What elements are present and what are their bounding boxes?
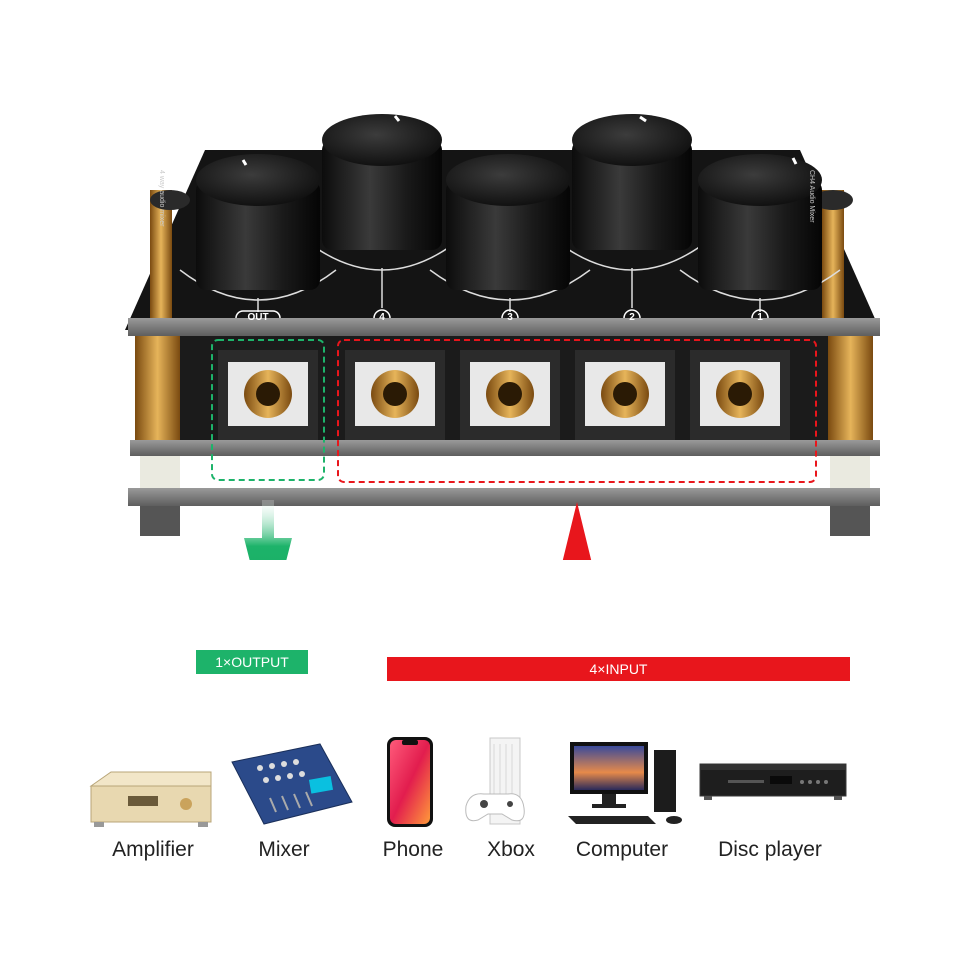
phone-icon [387, 737, 433, 827]
device-label-amplifier: Amplifier [112, 838, 194, 861]
side-label-right: CH4 Audio Mixer [808, 170, 815, 223]
knob-label-out: OUT [247, 312, 269, 323]
knob-label-2: 2 [629, 312, 635, 323]
output-arrow-down-icon [244, 500, 292, 560]
output-highlight-box [211, 339, 325, 481]
mixer-icon [231, 743, 353, 825]
computer-icon [568, 742, 682, 824]
device-label-mixer: Mixer [258, 838, 310, 861]
knob-label-3: 3 [507, 312, 513, 323]
input-highlight-box [337, 339, 817, 483]
audio-mixer-board [125, 114, 880, 560]
rca-jacks [218, 350, 790, 440]
xbox-icon [465, 737, 525, 825]
output-banner: 1×OUTPUT [196, 650, 308, 674]
device-label-phone: Phone [382, 838, 444, 861]
brass-standoff-left [150, 190, 172, 330]
knob-label-4: 4 [379, 312, 385, 323]
brass-standoff-right [822, 190, 844, 330]
knob-label-1: 1 [757, 312, 763, 323]
disc-player-icon [699, 763, 847, 800]
amplifier-icon [89, 771, 212, 827]
device-label-disc-player: Disc player [718, 838, 822, 861]
top-acrylic-plate [128, 318, 880, 336]
volume-knobs [196, 114, 822, 290]
device-label-computer: Computer [575, 838, 669, 861]
device-label-xbox: Xbox [487, 838, 535, 861]
bottom-plate [130, 440, 880, 456]
side-label-left: 4 way audio mixer [158, 170, 165, 227]
input-banner: 4×INPUT [387, 657, 850, 681]
input-arrow-up-icon [562, 502, 592, 560]
